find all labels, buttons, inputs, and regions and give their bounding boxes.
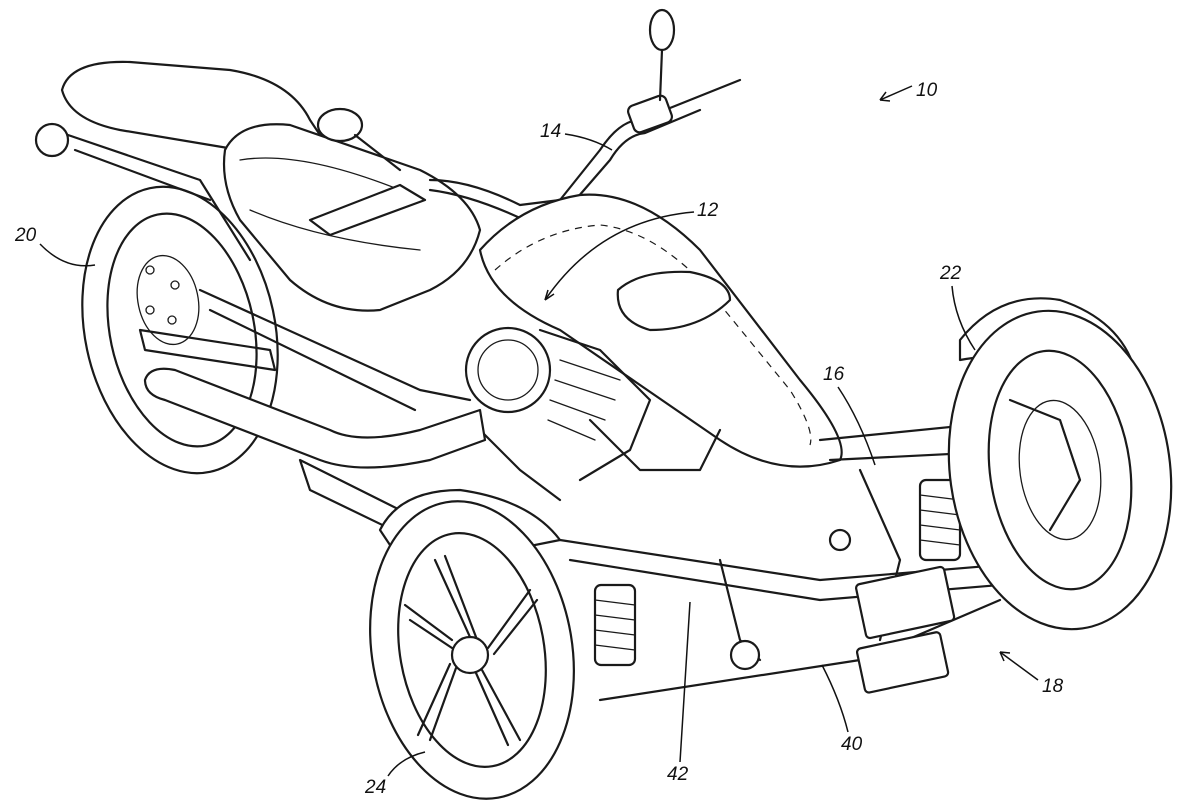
engine: [464, 326, 722, 502]
handlebars: [308, 8, 742, 237]
ref-label-16: 16: [823, 364, 845, 385]
body-shroud: [478, 193, 843, 468]
ref-label-22: 22: [939, 263, 962, 284]
ref-label-24: 24: [364, 777, 386, 798]
ref-label-42: 42: [667, 764, 689, 785]
ref-label-10: 10: [916, 80, 938, 101]
ref-label-12: 12: [697, 200, 719, 221]
right-front-wheel: [947, 297, 1173, 631]
reference-numerals: 10 14 12 20 22 16 18 40 42 24: [14, 80, 1064, 798]
ref-label-40: 40: [841, 734, 863, 755]
left-front-wheel: [369, 488, 575, 800]
ref-label-14: 14: [540, 121, 561, 142]
ref-label-18: 18: [1042, 676, 1064, 697]
ref-label-20: 20: [14, 225, 37, 246]
